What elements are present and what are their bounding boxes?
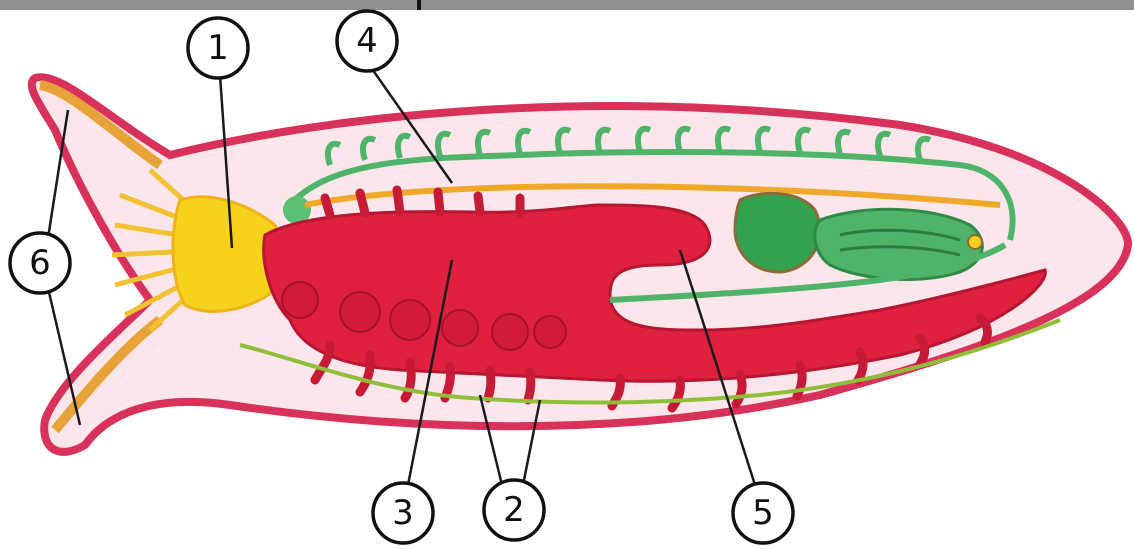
svg-text:5: 5	[752, 493, 774, 533]
svg-text:3: 3	[392, 493, 414, 533]
callout-5: 5	[733, 483, 793, 543]
svg-text:4: 4	[356, 21, 378, 61]
svg-text:2: 2	[503, 490, 525, 530]
reproductive-organ	[815, 209, 983, 279]
callout-3: 3	[373, 483, 433, 543]
callout-6: 6	[10, 233, 70, 293]
callout-2: 2	[484, 480, 544, 540]
svg-text:1: 1	[207, 28, 229, 68]
svg-text:6: 6	[29, 243, 51, 283]
callout-1: 1	[188, 18, 248, 78]
genital-pore	[968, 235, 982, 249]
pharynx-sac	[735, 193, 820, 272]
callout-4: 4	[337, 11, 397, 71]
